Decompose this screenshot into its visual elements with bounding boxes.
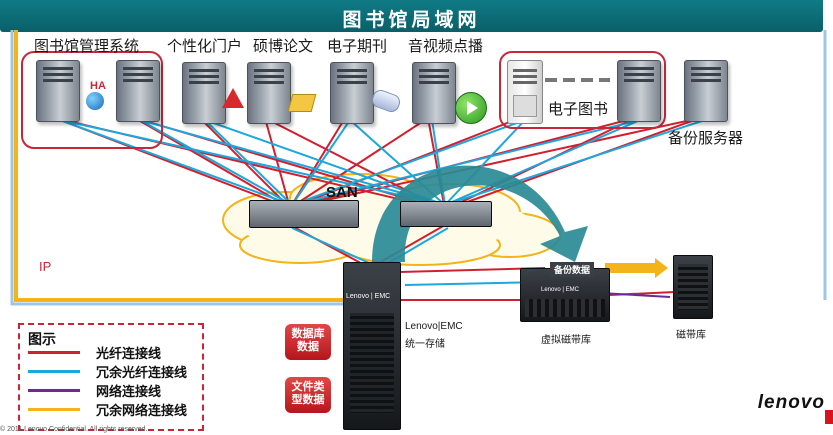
library-mgmt-ha-group	[21, 51, 163, 149]
ip-label: IP	[39, 259, 52, 274]
backup-data-badge: 备份数据	[550, 262, 595, 277]
title-banner: 图书馆局域网	[0, 0, 823, 32]
network-line	[599, 292, 671, 298]
library-server-secondary	[116, 60, 160, 122]
legend-swatch-redundant-fiber	[28, 370, 80, 373]
legend-label-redundant-network: 冗余网络连接线	[96, 403, 188, 418]
ip-network-frame-blue	[10, 30, 360, 306]
books-icon	[287, 94, 317, 112]
legend-swatch-network	[28, 389, 80, 392]
storage-label-line1: Lenovo|EMC	[405, 321, 463, 332]
label-library-mgmt: 图书馆管理系统	[34, 38, 140, 55]
tape-library	[673, 255, 713, 319]
logo-accent	[825, 410, 833, 424]
legend-label-redundant-fiber: 冗余光纤连接线	[96, 365, 188, 380]
redundant-fiber-lines	[59, 119, 706, 286]
lenovo-logo: lenovo	[757, 392, 825, 413]
label-av: 音视频点播	[408, 38, 484, 55]
vtl-label: 虚拟磁带库	[541, 335, 591, 346]
virtual-tape-library: Lenovo | EMC	[520, 268, 610, 322]
file-data-badge: 文件类 型数据	[285, 377, 331, 413]
legend-item-redundant-fiber: 冗余光纤连接线	[28, 362, 198, 380]
ip-network-frame-yellow	[14, 30, 360, 302]
backup-to-tape-arrow	[605, 258, 668, 278]
database-data-badge: 数据库 数据	[285, 324, 331, 360]
library-server-primary	[36, 60, 80, 122]
label-journal: 电子期刊	[327, 38, 388, 55]
label-backup-server: 备份服务器	[668, 130, 744, 147]
legend-swatch-redundant-network	[28, 408, 80, 411]
storage-label-line2: 统一存储	[405, 339, 445, 350]
ha-label: HA	[90, 80, 106, 92]
portal-arrow-icon	[222, 88, 244, 108]
backup-flow-arrow	[372, 165, 588, 262]
legend-swatch-fiber	[28, 351, 80, 354]
legend-label-network: 网络连接线	[96, 384, 162, 399]
unified-storage-cabinet: Lenovo | EMC	[343, 262, 401, 430]
legend-title: 图示	[28, 331, 56, 347]
ebook-tower-server	[507, 60, 543, 124]
legend: 图示 光纤连接线 冗余光纤连接线 网络连接线 冗余网络连接线	[18, 323, 204, 431]
legend-item-network: 网络连接线	[28, 381, 198, 399]
storage-brand-label: Lenovo | EMC	[346, 293, 391, 300]
san-switch-right	[400, 201, 492, 227]
globe-icon	[86, 92, 104, 110]
thesis-server	[247, 62, 291, 124]
av-server	[412, 62, 456, 124]
label-ebook: 电子图书	[548, 101, 609, 118]
journal-server	[330, 62, 374, 124]
vtl-brand-label: Lenovo | EMC	[541, 287, 579, 293]
san-switch-left	[249, 200, 359, 228]
page-title: 图书馆局域网	[342, 10, 481, 31]
play-icon	[455, 92, 487, 124]
legend-label-fiber: 光纤连接线	[96, 346, 162, 361]
ebook-group	[499, 51, 666, 129]
ebook-server	[617, 60, 661, 122]
legend-item-redundant-network: 冗余网络连接线	[28, 400, 198, 418]
san-label: SAN	[326, 184, 358, 201]
portal-server	[182, 62, 226, 124]
legend-item-fiber: 光纤连接线	[28, 343, 198, 361]
tape-library-label: 磁带库	[676, 330, 706, 341]
label-thesis: 硕博论文	[253, 38, 314, 55]
footer-copyright: © 2011 Lenovo Confidential. All rights r…	[0, 426, 148, 433]
label-portal: 个性化门户	[167, 38, 243, 55]
backup-server	[684, 60, 728, 122]
